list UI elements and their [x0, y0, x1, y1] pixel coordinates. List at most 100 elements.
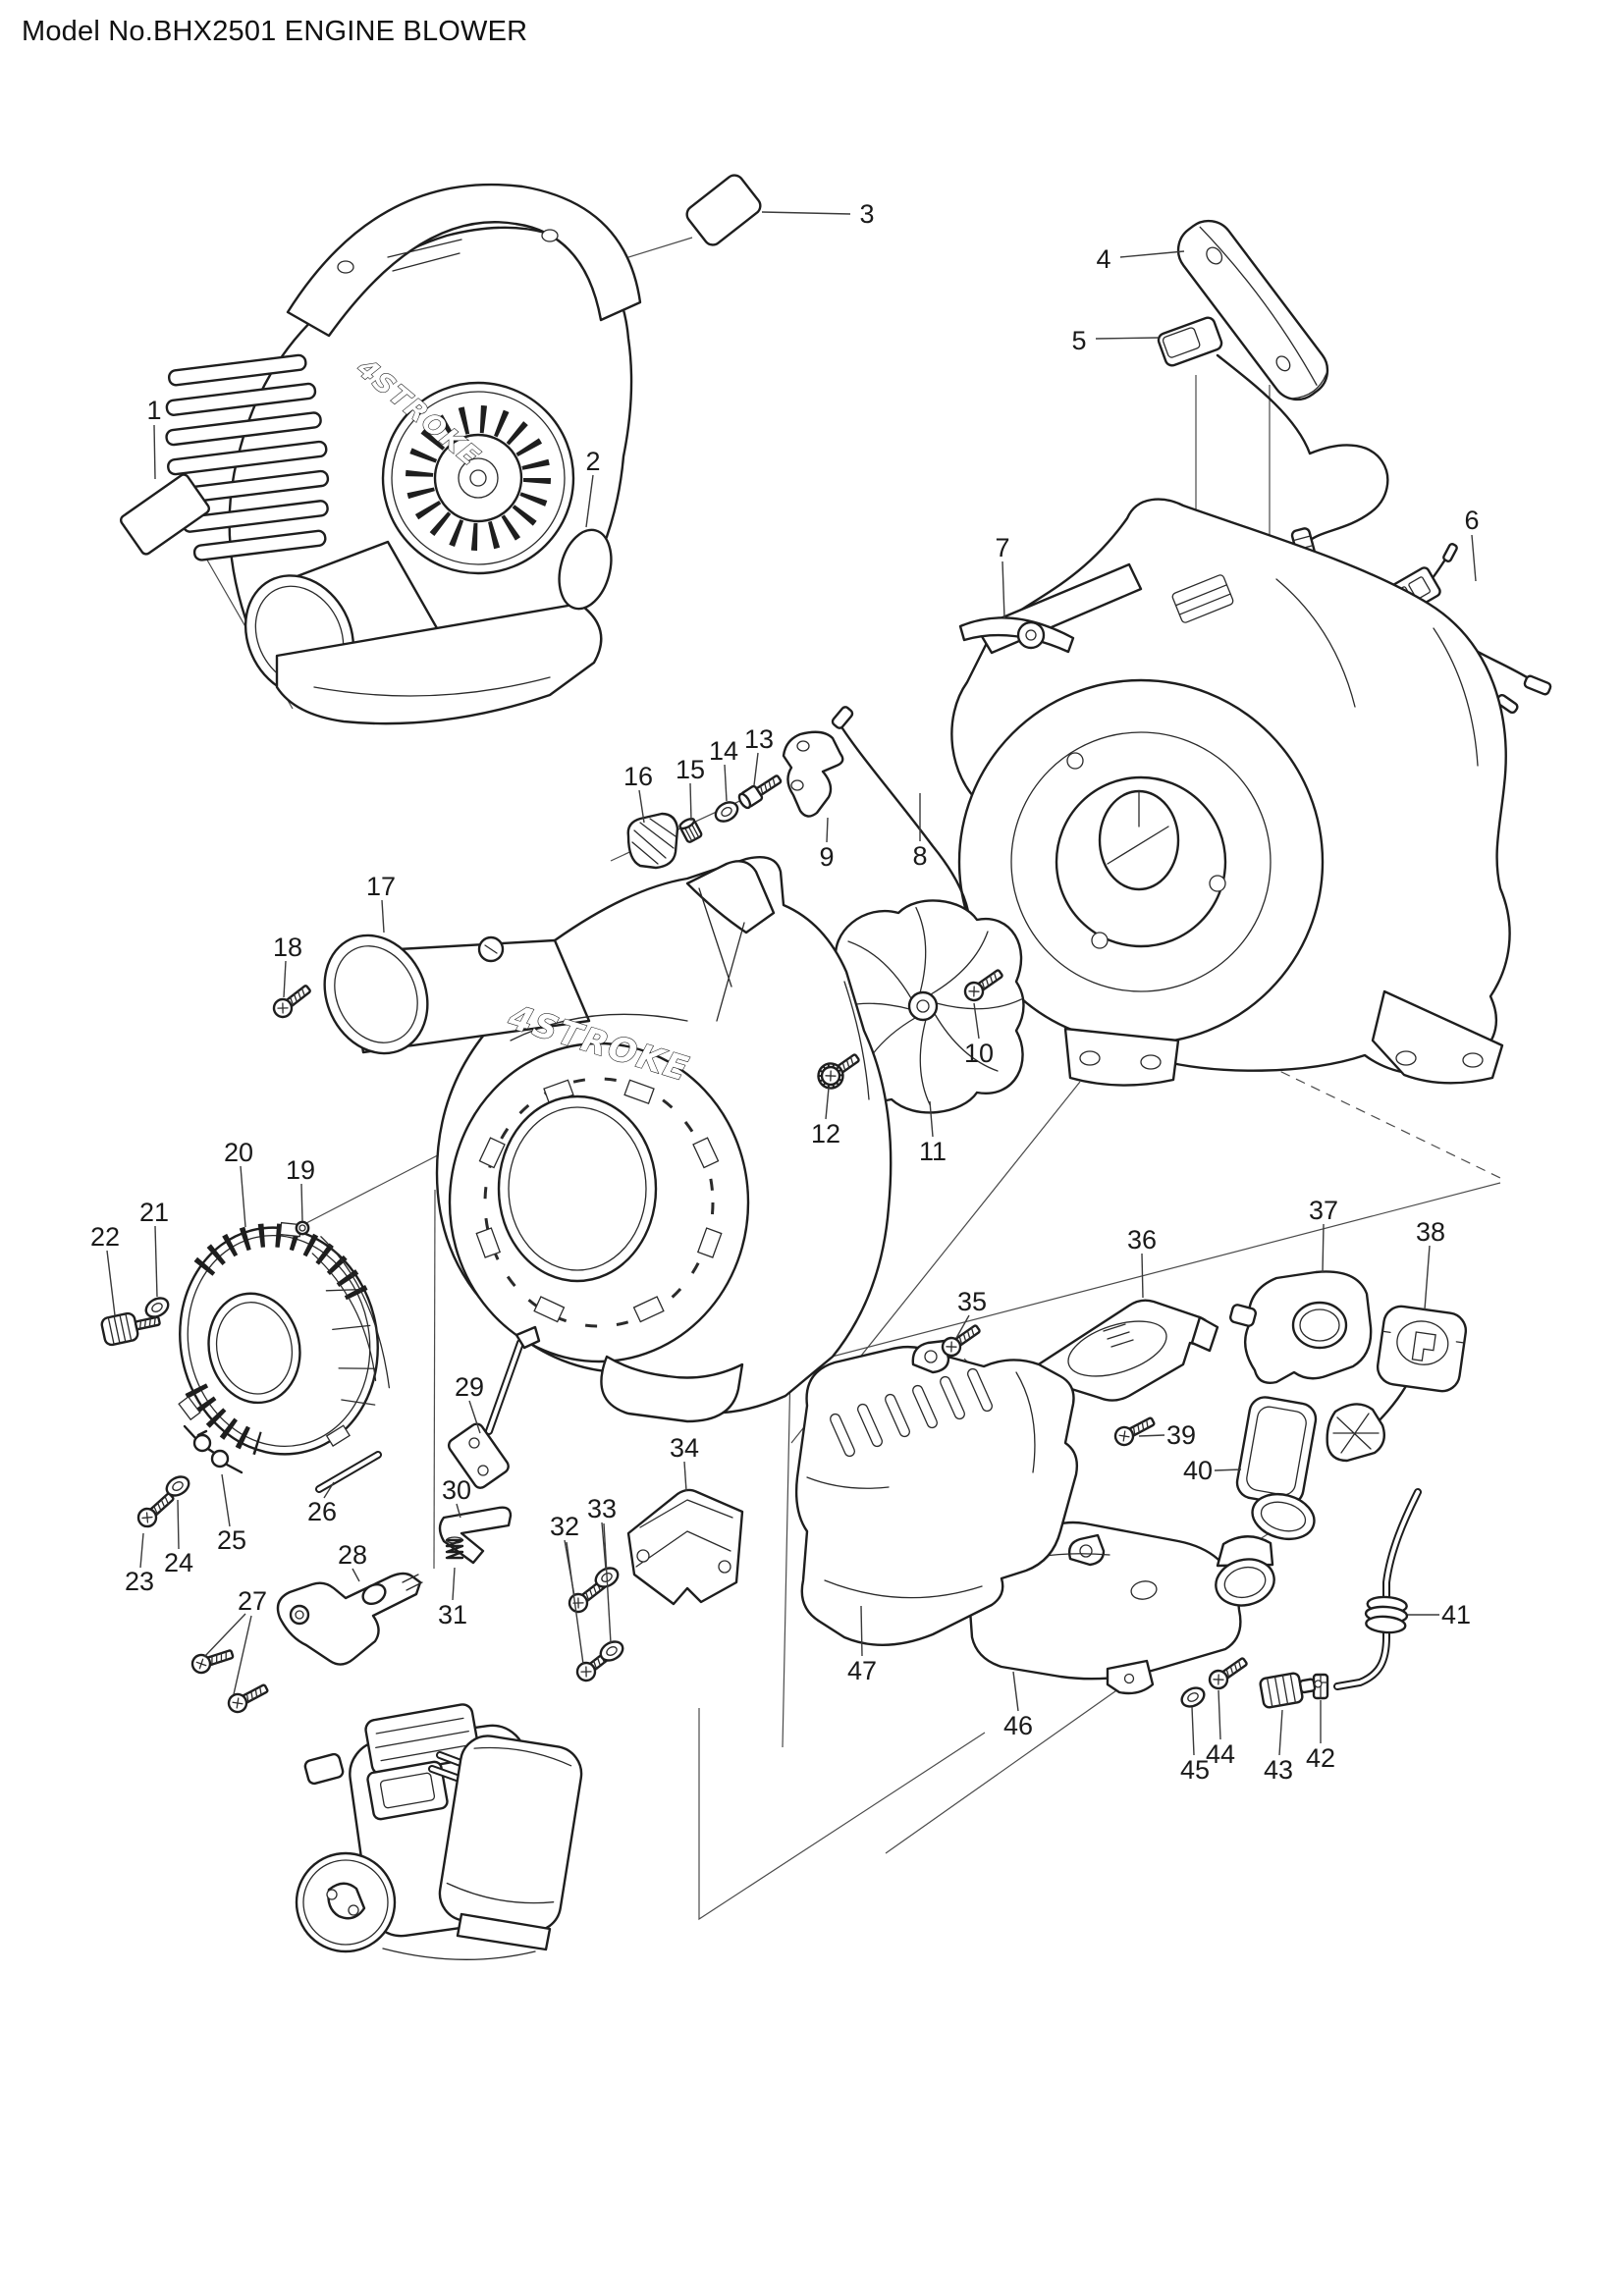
- callout-44: 44: [1206, 1739, 1235, 1769]
- callout-39: 39: [1166, 1420, 1196, 1450]
- callout-18: 18: [273, 933, 302, 962]
- callout-23: 23: [125, 1567, 154, 1596]
- assoc-line-19: [698, 1708, 986, 1921]
- callout-46: 46: [1003, 1711, 1033, 1740]
- leader-44: [1218, 1689, 1221, 1740]
- callout-12: 12: [811, 1119, 840, 1148]
- leader-27b: [233, 1615, 252, 1695]
- leader-27: [203, 1613, 246, 1658]
- leader-10: [973, 1002, 980, 1040]
- callout-19: 19: [286, 1155, 315, 1185]
- callout-32: 32: [550, 1512, 579, 1541]
- leader-17: [381, 899, 385, 934]
- starter-grille: [381, 381, 575, 575]
- leader-45: [1191, 1706, 1195, 1756]
- callout-25: 25: [217, 1525, 246, 1555]
- cap-16: [626, 812, 679, 870]
- screw-10: [963, 969, 1003, 1002]
- callout-3: 3: [859, 199, 874, 229]
- leader-43: [1278, 1709, 1283, 1756]
- callout-37: 37: [1309, 1196, 1338, 1225]
- callouts: 1234567891011121314151617181920212223242…: [90, 199, 1480, 1785]
- filter-plate-36: [1028, 1299, 1219, 1402]
- leader-38: [1424, 1245, 1431, 1310]
- leader-5: [1095, 337, 1160, 340]
- oring-19: [295, 1220, 310, 1236]
- callout-45: 45: [1180, 1755, 1210, 1785]
- screw-27a: [190, 1649, 235, 1675]
- leader-11: [929, 1100, 934, 1138]
- leader-20: [240, 1165, 246, 1228]
- bracket-28: [276, 1572, 423, 1666]
- callout-13: 13: [744, 724, 774, 754]
- throttle-trigger-9: [782, 730, 844, 818]
- rod-26: [315, 1451, 382, 1493]
- callout-47: 47: [847, 1656, 877, 1685]
- page-title: Model No.BHX2501 ENGINE BLOWER: [22, 16, 528, 47]
- leader-3: [761, 211, 851, 215]
- leader-12: [825, 1087, 830, 1120]
- callout-40: 40: [1183, 1456, 1213, 1485]
- screw-18: [272, 985, 311, 1019]
- muffler-guard-34: [626, 1488, 744, 1606]
- callout-41: 41: [1441, 1600, 1471, 1629]
- leader-15: [689, 782, 692, 822]
- leader-31: [452, 1567, 456, 1601]
- link-lever-29: [447, 1325, 541, 1489]
- engine-cover-47: [794, 1339, 1079, 1646]
- callout-43: 43: [1264, 1755, 1293, 1785]
- leader-33: [601, 1522, 607, 1571]
- spring-25: [183, 1424, 244, 1474]
- air-cleaner-case-37: [1229, 1270, 1373, 1384]
- leader-22: [106, 1250, 116, 1316]
- spring-31: [445, 1536, 464, 1560]
- screw-12: [817, 1053, 860, 1090]
- callout-36: 36: [1127, 1225, 1157, 1255]
- leader-6: [1471, 534, 1477, 582]
- callout-29: 29: [455, 1372, 484, 1402]
- callout-21: 21: [139, 1198, 169, 1227]
- leader-23: [139, 1532, 144, 1569]
- label-oval-2: [558, 528, 613, 611]
- callout-14: 14: [709, 736, 738, 766]
- leader-47: [860, 1605, 863, 1657]
- callout-7: 7: [995, 533, 1009, 562]
- washer-33b: [599, 1640, 624, 1662]
- nut-15: [678, 817, 703, 843]
- assoc-line-5: [433, 1189, 436, 1570]
- callout-30: 30: [442, 1475, 471, 1505]
- callout-16: 16: [623, 762, 653, 791]
- leader-26: [323, 1481, 335, 1499]
- cylinder-fins: [165, 353, 330, 561]
- washer-21: [144, 1297, 170, 1318]
- fuel-tank-46: [964, 1521, 1275, 1695]
- fuel-hose-41: [1333, 1488, 1422, 1690]
- leader-21: [154, 1225, 158, 1298]
- callout-4: 4: [1096, 244, 1110, 274]
- leader-30: [456, 1503, 461, 1519]
- screw-44: [1208, 1657, 1248, 1690]
- washer-24: [165, 1475, 190, 1497]
- callout-24: 24: [164, 1548, 193, 1577]
- screw-39: [1113, 1416, 1156, 1447]
- callout-22: 22: [90, 1222, 120, 1252]
- callout-10: 10: [964, 1039, 994, 1068]
- callout-17: 17: [366, 872, 396, 901]
- screw-27b: [227, 1683, 269, 1714]
- engine-assembly: 4STROKE: [165, 183, 642, 725]
- leader-24: [177, 1499, 180, 1550]
- washer-14: [714, 801, 739, 823]
- leader-34: [683, 1461, 687, 1492]
- leader-33b: [603, 1522, 612, 1644]
- assoc-line-13: [885, 1681, 1130, 1854]
- leader-2: [585, 474, 594, 528]
- housing-lip: [958, 616, 1075, 654]
- hose-grommet-41: [1364, 1595, 1409, 1634]
- callout-26: 26: [307, 1497, 337, 1526]
- leader-37: [1322, 1223, 1325, 1273]
- stop-switch-5: [1157, 316, 1389, 564]
- leader-35: [955, 1314, 970, 1339]
- gasket-40: [1235, 1396, 1318, 1541]
